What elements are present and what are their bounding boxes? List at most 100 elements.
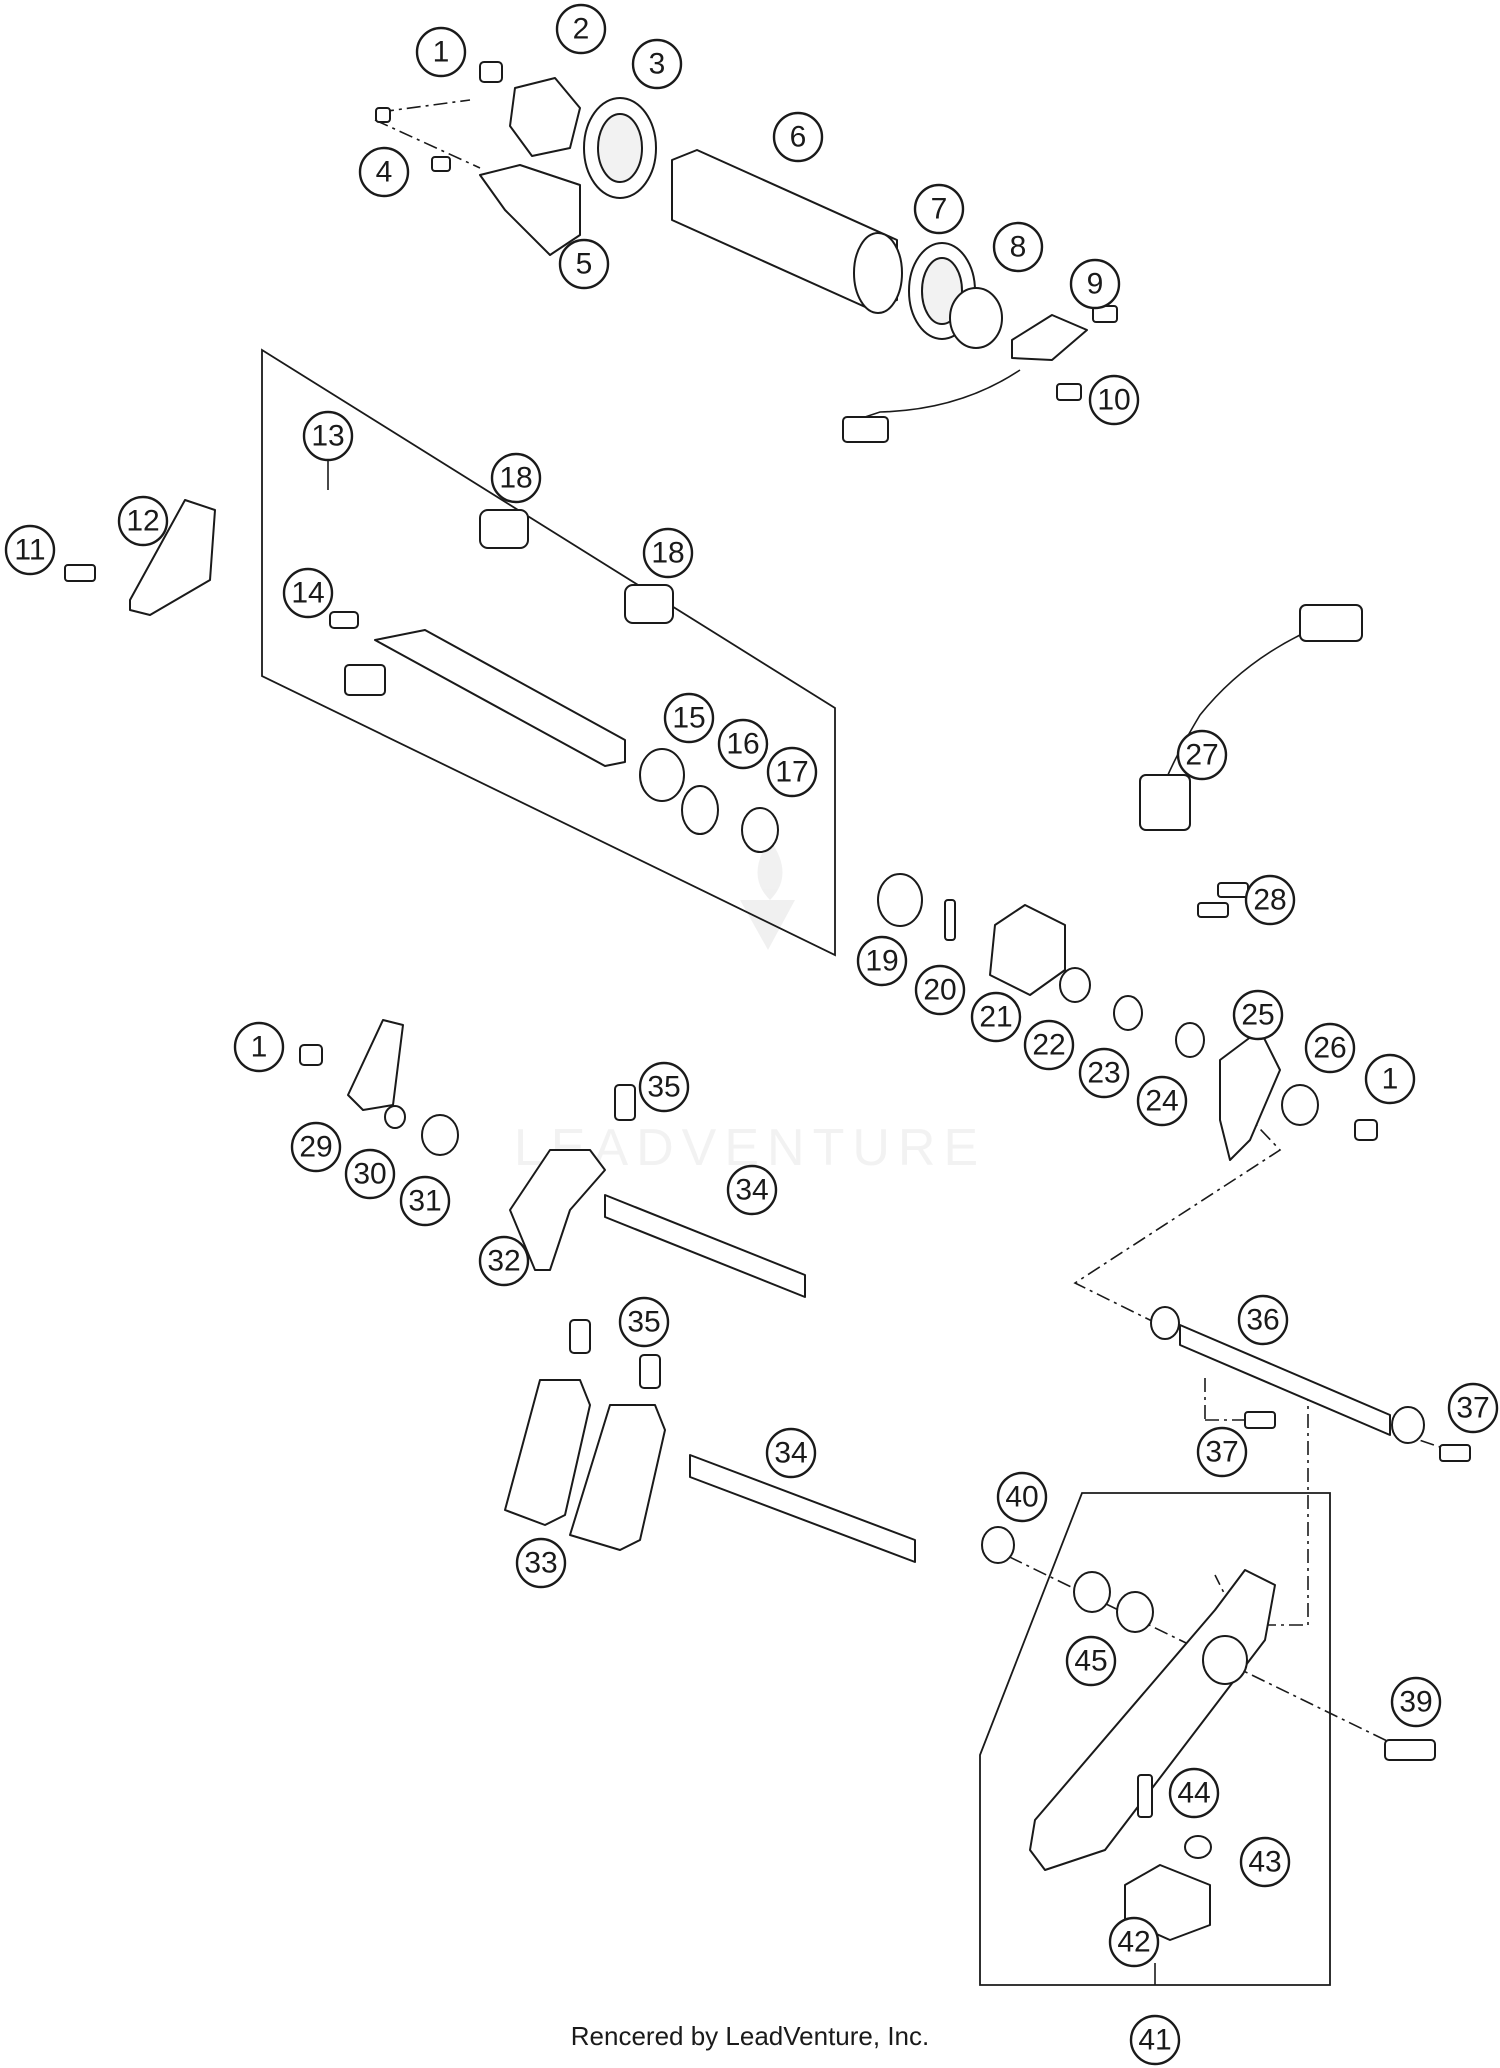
callout-23: 23	[1078, 1047, 1130, 1099]
locking-lever-part	[509, 77, 581, 157]
svg-text:18: 18	[651, 537, 684, 570]
svg-text:44: 44	[1177, 1777, 1210, 1810]
bushing-part	[1073, 1571, 1111, 1613]
shift-fork-part	[569, 1404, 666, 1551]
fork-rail-part	[604, 1194, 806, 1298]
callout-45: 45	[1065, 1635, 1117, 1687]
callout-41: 41	[1129, 2014, 1181, 2066]
svg-text:9: 9	[1087, 268, 1104, 301]
callout-19: 19	[856, 935, 908, 987]
svg-text:45: 45	[1074, 1645, 1107, 1678]
callout-37: 37	[1447, 1382, 1499, 1434]
callout-3: 3	[631, 38, 683, 90]
callout-30: 30	[344, 1148, 396, 1200]
spring-part	[421, 1114, 459, 1156]
bolt-part	[1354, 1119, 1378, 1141]
svg-text:15: 15	[672, 702, 705, 735]
callout-13: 13	[302, 410, 354, 462]
svg-text:29: 29	[299, 1131, 332, 1164]
screw-part	[64, 564, 96, 582]
callout-44: 44	[1168, 1767, 1220, 1819]
svg-text:4: 4	[376, 156, 393, 189]
roller-part	[639, 1354, 661, 1389]
svg-text:42: 42	[1117, 1926, 1150, 1959]
screw-part	[1197, 902, 1229, 918]
lever-part	[347, 1019, 404, 1111]
callout-7: 7	[913, 183, 965, 235]
seal-part	[639, 748, 685, 802]
callout-37: 37	[1196, 1426, 1248, 1478]
callout-28: 28	[1244, 874, 1296, 926]
callout-29: 29	[290, 1121, 342, 1173]
svg-text:26: 26	[1313, 1032, 1346, 1065]
callout-31: 31	[399, 1175, 451, 1227]
svg-text:1: 1	[433, 36, 450, 69]
connector-part	[1299, 604, 1363, 642]
callout-34: 34	[765, 1427, 817, 1479]
linkage-rod-part	[1179, 1324, 1391, 1436]
svg-text:34: 34	[735, 1174, 768, 1207]
svg-text:24: 24	[1145, 1085, 1178, 1118]
callouts: 1 2 3 4 5 6 7 8 9 10 11 12 13 14 15 16 1…	[4, 3, 1499, 2066]
callout-42: 42	[1108, 1916, 1160, 1968]
gear-position-sensor-part	[1011, 314, 1088, 361]
svg-text:19: 19	[865, 945, 898, 978]
callout-11: 11	[4, 524, 56, 576]
callout-40: 40	[996, 1471, 1048, 1523]
bolt-part	[1384, 1739, 1436, 1761]
screw-part	[431, 156, 451, 172]
svg-text:25: 25	[1241, 999, 1274, 1032]
callout-39: 39	[1390, 1676, 1442, 1728]
callout-24: 24	[1136, 1075, 1188, 1127]
svg-text:41: 41	[1138, 2024, 1171, 2057]
callout-22: 22	[1023, 1019, 1075, 1071]
svg-text:32: 32	[487, 1245, 520, 1278]
svg-text:1: 1	[1382, 1063, 1399, 1096]
callout-18: 18	[490, 452, 542, 504]
shift-quadrant-part	[989, 904, 1066, 996]
svg-text:14: 14	[291, 577, 324, 610]
washer-part	[1113, 995, 1143, 1031]
callout-10: 10	[1088, 374, 1140, 426]
svg-text:18: 18	[499, 462, 532, 495]
group-frame-41	[979, 1492, 1331, 1986]
svg-text:37: 37	[1456, 1392, 1489, 1425]
fork-rail-part	[689, 1454, 916, 1563]
svg-text:6: 6	[790, 121, 807, 154]
shift-lever-part	[1219, 1029, 1281, 1161]
svg-text:33: 33	[524, 1547, 557, 1580]
callout-32: 32	[478, 1235, 530, 1287]
svg-text:30: 30	[353, 1158, 386, 1191]
bolt-part	[299, 1044, 323, 1066]
svg-text:35: 35	[647, 1071, 680, 1104]
svg-text:36: 36	[1246, 1304, 1279, 1337]
callout-20: 20	[914, 964, 966, 1016]
callout-5: 5	[558, 238, 610, 290]
callout-1: 1	[233, 1021, 285, 1073]
credit-text: Rencered by LeadVenture, Inc.	[571, 2021, 929, 2051]
callout-18: 18	[642, 527, 694, 579]
bushing-part	[1116, 1591, 1154, 1633]
svg-text:8: 8	[1010, 231, 1027, 264]
circlip-part	[1059, 967, 1091, 1003]
circlip-part	[1175, 1022, 1205, 1058]
screw-part	[1244, 1411, 1276, 1429]
cover-part	[129, 499, 216, 616]
svg-text:34: 34	[774, 1437, 807, 1470]
sensor-part	[1139, 774, 1191, 831]
svg-text:23: 23	[1087, 1057, 1120, 1090]
svg-text:1: 1	[251, 1031, 268, 1064]
roller-part	[614, 1084, 636, 1121]
callout-6: 6	[772, 111, 824, 163]
callout-34: 34	[726, 1164, 778, 1216]
svg-text:20: 20	[923, 974, 956, 1007]
callout-14: 14	[282, 567, 334, 619]
nut-part	[1281, 1084, 1319, 1126]
svg-text:35: 35	[627, 1306, 660, 1339]
shift-fork-part	[504, 1379, 591, 1526]
svg-text:11: 11	[14, 534, 45, 567]
callout-27: 27	[1176, 729, 1228, 781]
svg-text:31: 31	[408, 1185, 441, 1218]
bolt-part	[479, 61, 503, 83]
seal-part	[877, 873, 923, 927]
